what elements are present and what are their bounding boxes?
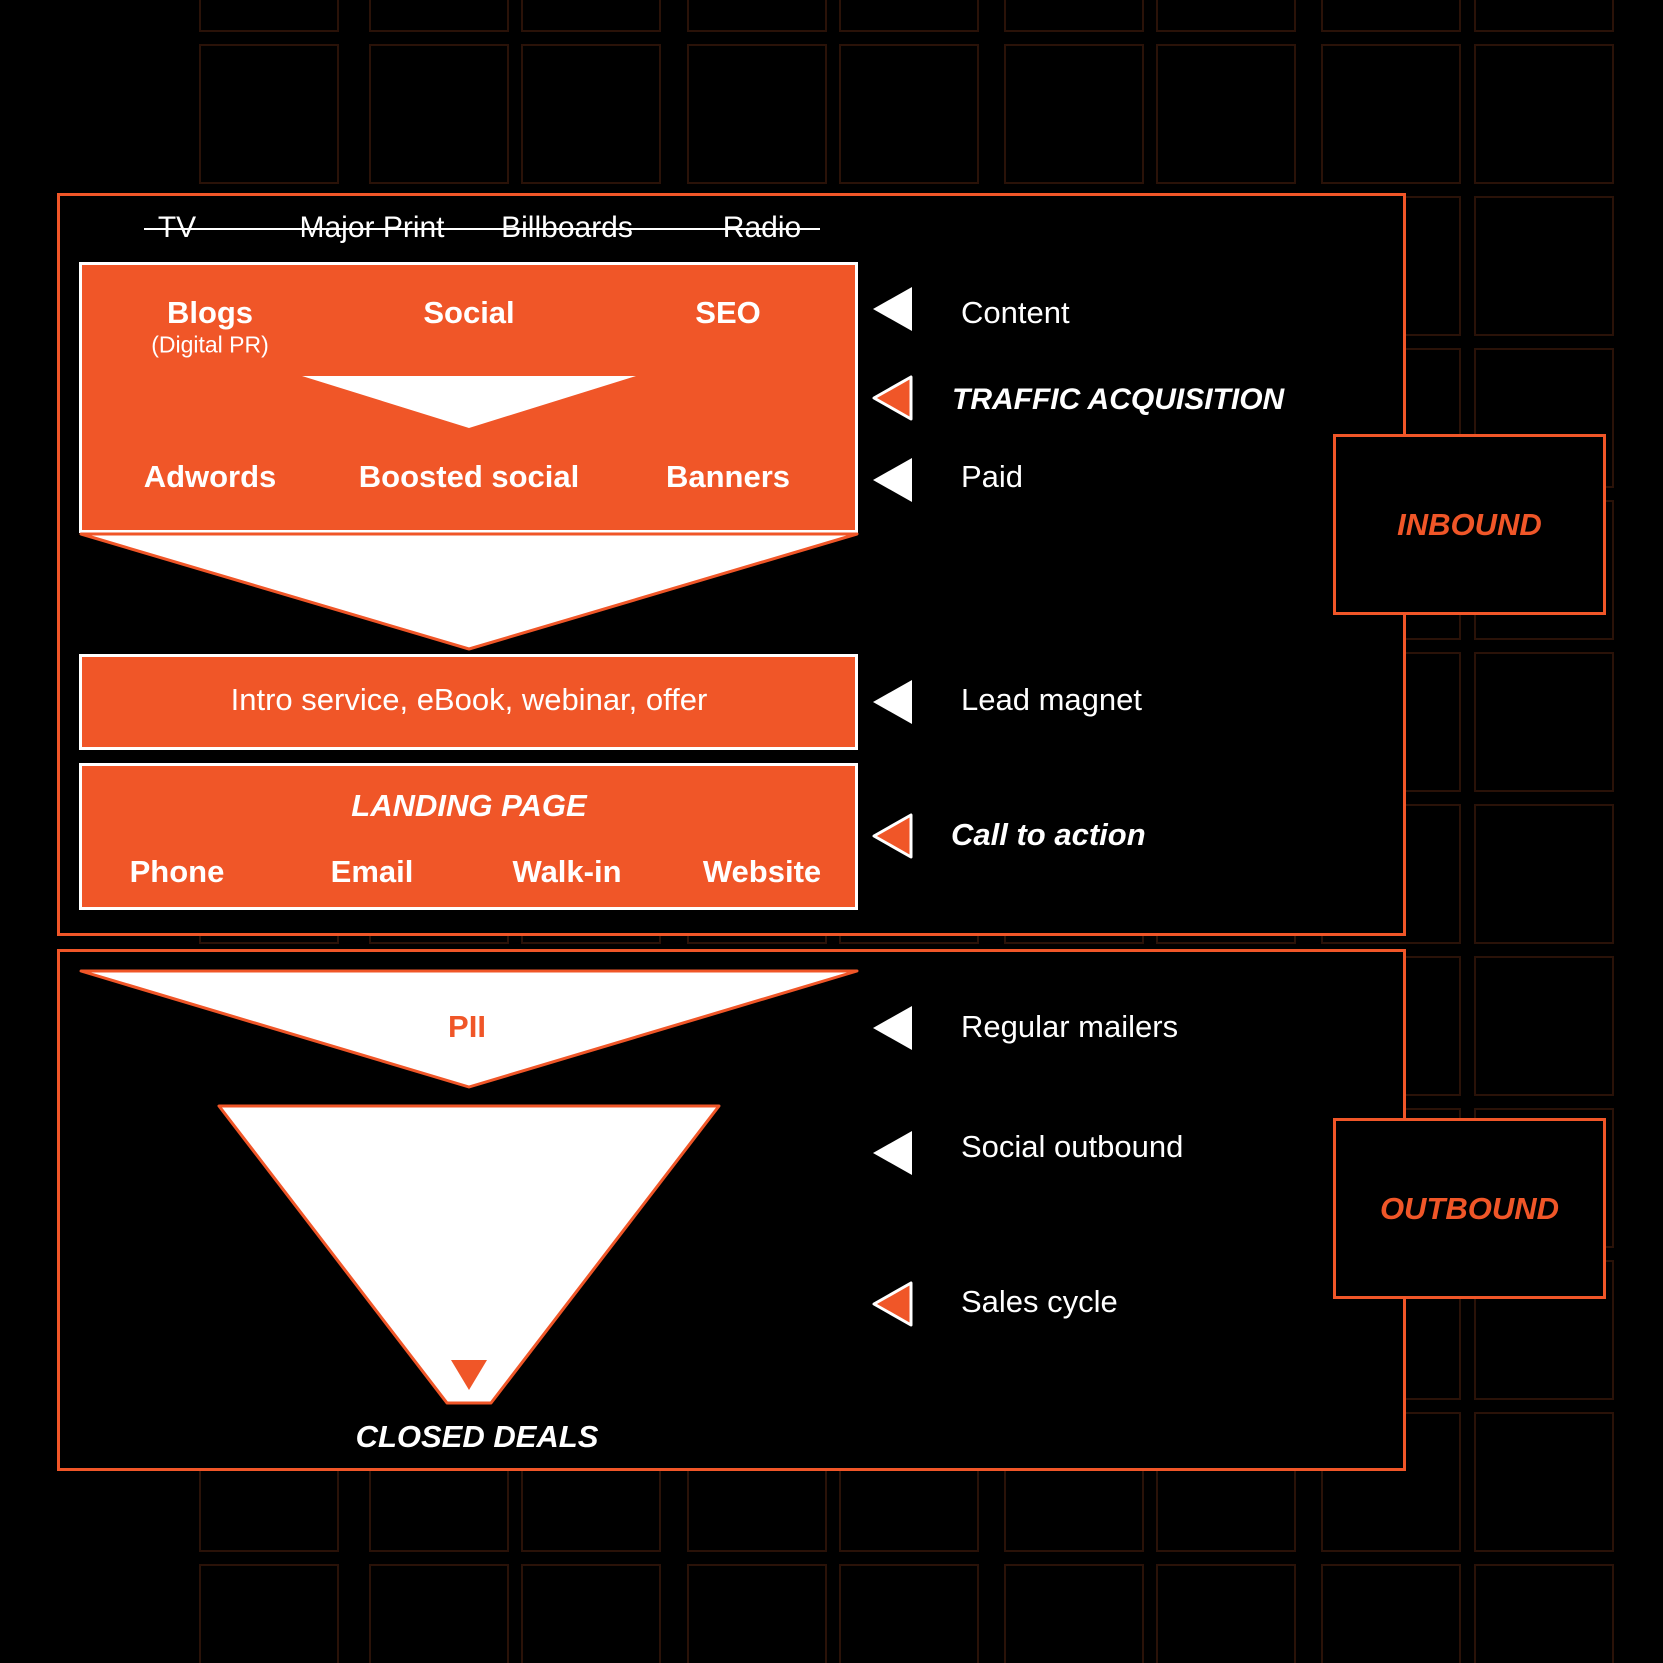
grid-cell bbox=[1156, 0, 1296, 32]
triangle-left-solid-icon bbox=[873, 458, 912, 502]
pii-funnel-shape bbox=[79, 969, 859, 1089]
label-regular-mailers: Regular mailers bbox=[961, 1009, 1179, 1044]
label-sales-cycle: Sales cycle bbox=[961, 1284, 1118, 1319]
label-social-outbound: Social outbound bbox=[961, 1129, 1184, 1164]
grid-cell bbox=[521, 44, 661, 184]
triangle-left-solid-icon bbox=[873, 680, 912, 724]
label-paid: Paid bbox=[961, 459, 1024, 494]
content-item-label: Blogs bbox=[166, 295, 254, 330]
grid-cell bbox=[1474, 1412, 1614, 1552]
grid-cell bbox=[1474, 196, 1614, 336]
deals-funnel-shape bbox=[217, 1104, 721, 1405]
grid-cell bbox=[1004, 0, 1144, 32]
channel-email: Email bbox=[330, 854, 414, 889]
paid-item-banners: Banners bbox=[665, 459, 791, 494]
grid-cell bbox=[1004, 44, 1144, 184]
triangle-left-outline-icon bbox=[872, 375, 913, 421]
grid-cell bbox=[521, 0, 661, 32]
grid-cell bbox=[839, 44, 979, 184]
triangle-left-outline-icon bbox=[872, 1281, 913, 1327]
grid-cell bbox=[521, 1564, 661, 1663]
media-tv: TV bbox=[157, 211, 197, 244]
grid-cell bbox=[687, 44, 827, 184]
grid-cell bbox=[1474, 804, 1614, 944]
grid-cell bbox=[1474, 44, 1614, 184]
media-major-print: Major Print bbox=[299, 211, 445, 244]
triangle-left-solid-icon bbox=[873, 287, 912, 331]
label-call-to-action: Call to action bbox=[951, 817, 1146, 852]
grid-cell bbox=[687, 0, 827, 32]
grid-cell bbox=[1474, 652, 1614, 792]
inbound-tag: INBOUND bbox=[1333, 434, 1606, 615]
paid-item-boosted-social: Boosted social bbox=[358, 459, 580, 494]
grid-cell bbox=[199, 1564, 339, 1663]
triangle-left-solid-icon bbox=[873, 1131, 912, 1175]
lead-magnet-text: Intro service, eBook, webinar, offer bbox=[230, 682, 708, 717]
grid-cell bbox=[199, 44, 339, 184]
channel-phone: Phone bbox=[129, 854, 225, 889]
media-radio: Radio bbox=[722, 211, 802, 244]
grid-cell bbox=[369, 1564, 509, 1663]
triangle-left-outline-icon bbox=[872, 813, 913, 859]
grid-cell bbox=[1004, 1564, 1144, 1663]
closed-deals-label: CLOSED DEALS bbox=[355, 1419, 599, 1454]
grid-cell bbox=[1321, 0, 1461, 32]
content-item-sub: (Digital PR) bbox=[151, 331, 269, 358]
grid-cell bbox=[687, 1564, 827, 1663]
landing-page-box bbox=[79, 763, 858, 910]
strike-line bbox=[144, 228, 820, 230]
channel-walk-in: Walk-in bbox=[512, 854, 622, 889]
content-item-social: Social bbox=[423, 295, 515, 330]
grid-cell bbox=[1474, 0, 1614, 32]
grid-cell bbox=[1474, 1564, 1614, 1663]
label-content: Content bbox=[961, 295, 1070, 330]
inner-chevron-shape bbox=[302, 376, 636, 428]
grid-cell bbox=[1156, 1564, 1296, 1663]
label-lead-magnet: Lead magnet bbox=[961, 682, 1142, 717]
outbound-tag: OUTBOUND bbox=[1333, 1118, 1606, 1299]
big-chevron-shape bbox=[79, 532, 859, 651]
grid-cell bbox=[1474, 956, 1614, 1096]
media-billboards: Billboards bbox=[501, 211, 633, 244]
triangle-left-solid-icon bbox=[873, 1006, 912, 1050]
lead-magnet-box bbox=[79, 654, 858, 750]
triangle-down-icon bbox=[451, 1360, 487, 1390]
grid-cell bbox=[839, 0, 979, 32]
outbound-frame bbox=[57, 949, 1406, 1471]
grid-cell bbox=[1321, 44, 1461, 184]
landing-page-title: LANDING PAGE bbox=[351, 788, 587, 823]
pii-label: PII bbox=[448, 1009, 486, 1044]
content-item-seo: SEO bbox=[695, 295, 761, 330]
grid-cell bbox=[199, 0, 339, 32]
grid-cell bbox=[369, 44, 509, 184]
grid-cell bbox=[1321, 1564, 1461, 1663]
paid-item-adwords: Adwords bbox=[143, 459, 277, 494]
grid-cell bbox=[1156, 44, 1296, 184]
grid-cell bbox=[839, 1564, 979, 1663]
label-traffic-acquisition: TRAFFIC ACQUISITION bbox=[952, 383, 1285, 416]
grid-cell bbox=[369, 0, 509, 32]
channel-website: Website bbox=[702, 854, 822, 889]
